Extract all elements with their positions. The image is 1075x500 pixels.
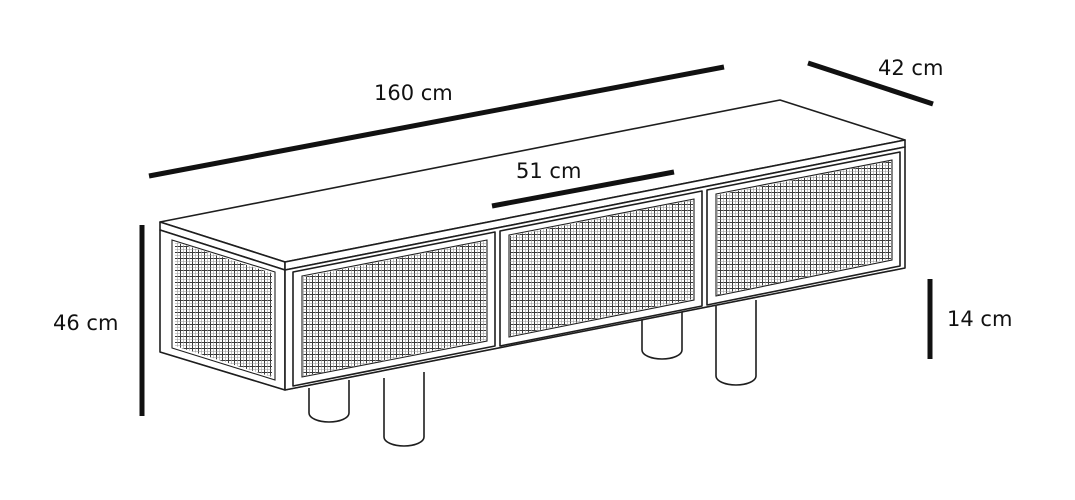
door-middle [499, 190, 703, 347]
dimension-lines [139, 60, 934, 416]
leg-front-right [383, 372, 425, 447]
door-left [292, 231, 496, 387]
leg-back-right [715, 300, 757, 386]
legs [308, 300, 757, 447]
door-width-label: 51 cm [516, 159, 581, 183]
leg-back-left [641, 312, 683, 360]
depth-dimension-line [807, 60, 934, 107]
leg-front-left [308, 380, 350, 423]
leg-height-label: 14 cm [947, 307, 1012, 331]
height-label: 46 cm [53, 311, 118, 335]
dimension-labels: 160 cm 42 cm 46 cm 51 cm 14 cm [53, 56, 1012, 335]
length-label: 160 cm [374, 81, 453, 105]
length-dimension-line [148, 64, 725, 179]
cabinet-body [159, 99, 906, 391]
door-right [706, 151, 901, 306]
door-width-dimension-line [491, 169, 675, 209]
depth-label: 42 cm [878, 56, 943, 80]
